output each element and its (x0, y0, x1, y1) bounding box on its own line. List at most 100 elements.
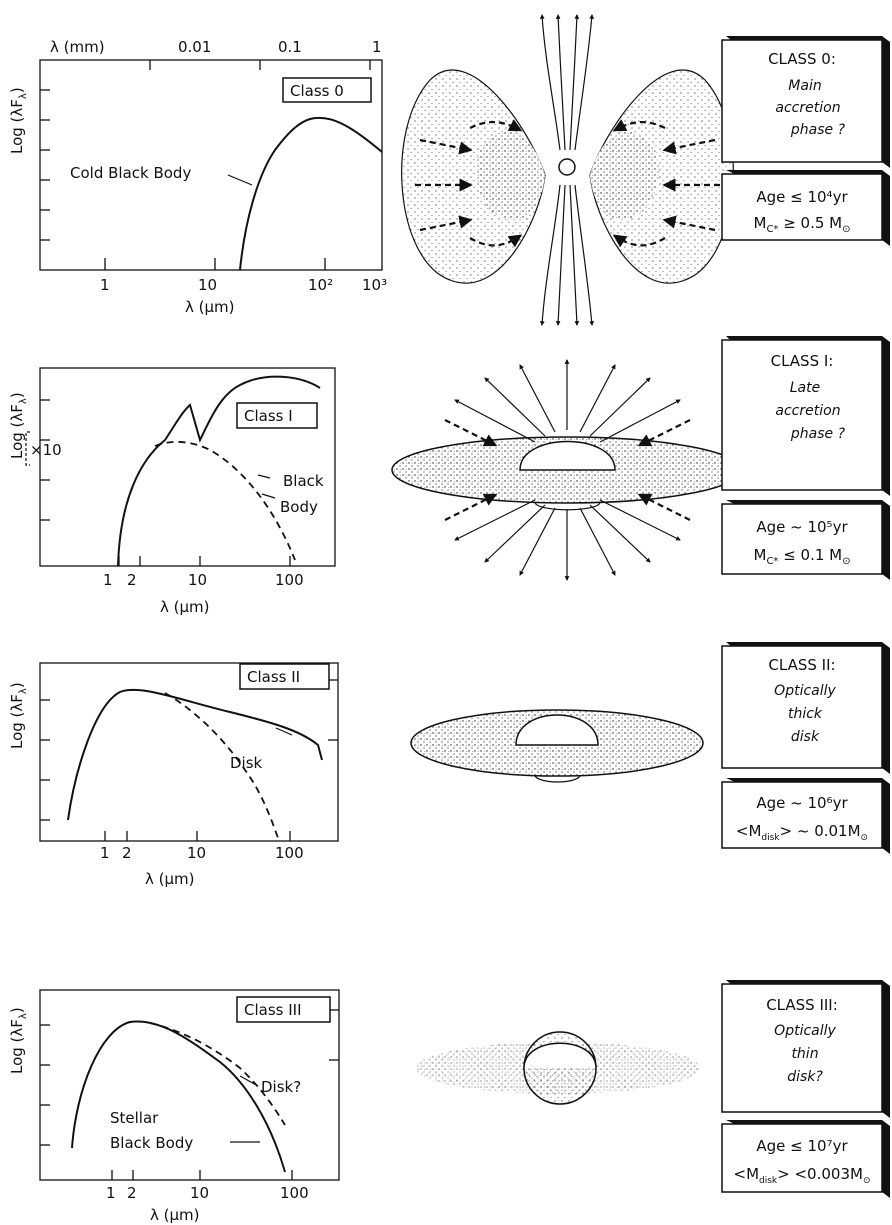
class-I-age-box: Age ~ 10⁵yr MC* ≤ 0.1 M⊙ (721, 500, 890, 580)
top-tick: 1 (372, 38, 382, 56)
plot-class-0: Log (λFλ) λ (mm) 0.01 0.1 1 1 10 10² 10³… (8, 38, 387, 316)
class-line: Optically (774, 1023, 836, 1039)
class-II-stellar-curve (164, 692, 279, 839)
class-line: thick (788, 706, 823, 722)
class-label: Class I (244, 407, 293, 425)
plot-frame (39, 662, 339, 842)
plot-class-II: Log (λFλ) 1 2 10 100 λ (μm) Class II Dis… (8, 662, 339, 888)
class-line: phase ? (790, 426, 846, 442)
class-line: accretion (775, 403, 840, 419)
class-title: CLASS II: (768, 656, 835, 674)
class-II-description-box: CLASS II: Optically thick disk (721, 642, 890, 774)
x-axis-label: λ (μm) (150, 1206, 200, 1224)
age-text: Age ~ 10⁵yr (756, 518, 848, 536)
annotation: Stellar (110, 1109, 159, 1127)
class-label-box (236, 402, 318, 429)
annotation: Cold Black Body (70, 164, 191, 182)
x-tick: 2 (127, 1184, 137, 1202)
class-line: Optically (774, 683, 836, 699)
class-label: Class 0 (290, 82, 344, 100)
schematic-class-I (391, 359, 743, 581)
annotation: Disk (230, 754, 263, 772)
class-I-blackbody-curve (154, 441, 296, 561)
schematic-class-III (416, 1031, 700, 1105)
y-axis-label: Log (λFλ) (8, 1007, 29, 1074)
age-text: Age ≤ 10⁷yr (756, 1137, 848, 1155)
class-label: Class III (244, 1001, 302, 1019)
x-tick: 10² (308, 276, 333, 294)
class-label-box (282, 77, 372, 103)
annotation: Black Body (110, 1134, 193, 1152)
x-tick: 1 (106, 1184, 116, 1202)
class-title: CLASS 0: (768, 50, 836, 68)
x-axis-label: λ (μm) (145, 870, 195, 888)
class-III-age-box: Age ≤ 10⁷yr <Mdisk> <0.003M⊙ (721, 1120, 890, 1198)
x-tick: 10 (190, 1184, 209, 1202)
mass-text: MC* ≥ 0.5 M⊙ (754, 214, 851, 235)
class-line: Main (788, 78, 821, 94)
class-label: Class II (247, 668, 300, 686)
annotation: Black (283, 472, 324, 490)
plot-class-I: Log (λFλ) ×10 1 2 10 100 λ (μm) Class I … (8, 367, 336, 616)
class-line: accretion (775, 100, 840, 116)
class-III-description-box: CLASS III: Optically thin disk? (721, 980, 890, 1118)
class-title: CLASS I: (771, 352, 834, 370)
x-tick: 100 (275, 571, 304, 589)
x-tick: 2 (122, 844, 132, 862)
x-tick: 1 (100, 844, 110, 862)
x-tick: 100 (280, 1184, 309, 1202)
class-III-sed-curve (71, 1020, 286, 1173)
x-axis-label: λ (μm) (185, 298, 235, 316)
annotation: Body (280, 498, 318, 516)
protostar-icon (519, 440, 616, 471)
x-tick: 1 (103, 571, 113, 589)
class-line: Late (790, 380, 820, 396)
class-III-disk-curve (149, 1022, 286, 1126)
age-text: Age ~ 10⁶yr (756, 794, 848, 812)
y-axis-label: Log (λFλ) (8, 87, 29, 154)
x-tick: 2 (127, 571, 137, 589)
x-axis-label: λ (μm) (160, 598, 210, 616)
class-II-age-box: Age ~ 10⁶yr <Mdisk> ~ 0.01M⊙ (721, 778, 890, 854)
mass-text: <Mdisk> <0.003M⊙ (734, 1165, 871, 1186)
leader-line (227, 174, 253, 186)
x-tick: 1 (100, 276, 110, 294)
mass-text: MC* ≤ 0.1 M⊙ (754, 546, 851, 567)
class-I-sed-curve (117, 375, 321, 567)
protostar-icon (558, 158, 576, 176)
plot-frame (39, 989, 340, 1181)
x-tick: 10 (187, 844, 206, 862)
age-text: Age ≤ 10⁴yr (756, 188, 848, 206)
mass-text: <Mdisk> ~ 0.01M⊙ (736, 822, 868, 843)
class-line: thin (791, 1046, 818, 1062)
x-tick: 10 (198, 276, 217, 294)
plot-frame (39, 367, 336, 567)
scale-annotation: ×10 (30, 441, 62, 459)
class-line: disk? (787, 1069, 823, 1085)
x-tick: 10³ (362, 276, 387, 294)
top-axis-label: λ (mm) (50, 38, 105, 56)
schematic-class-II (410, 709, 704, 783)
schematic-class-0 (401, 14, 734, 326)
top-tick: 0.1 (278, 38, 302, 56)
class-label-box (236, 996, 331, 1023)
x-tick: 100 (275, 844, 304, 862)
class-label-box (239, 663, 330, 690)
x-tick: 10 (188, 571, 207, 589)
plot-class-III: Log (λFλ) 1 2 10 100 λ (μm) Class III Di… (8, 989, 340, 1224)
plot-frame (39, 59, 383, 271)
class-line: disk (791, 729, 820, 745)
class-line: phase ? (790, 122, 846, 138)
class-0-description-box: CLASS 0: Main accretion phase ? (721, 36, 890, 168)
y-axis-label: Log (λFλ) (8, 682, 29, 749)
annotation: Disk? (261, 1078, 301, 1096)
class-II-sed-curve (67, 688, 323, 821)
class-0-sed-curve (239, 116, 383, 271)
class-title: CLASS III: (766, 996, 838, 1014)
class-I-description-box: CLASS I: Late accretion phase ? (721, 336, 890, 496)
protostar-icon (515, 714, 599, 746)
y-axis-label: Log (λFλ) (8, 392, 29, 459)
top-tick: 0.01 (178, 38, 211, 56)
class-0-age-box: Age ≤ 10⁴yr MC* ≥ 0.5 M⊙ (721, 170, 890, 246)
